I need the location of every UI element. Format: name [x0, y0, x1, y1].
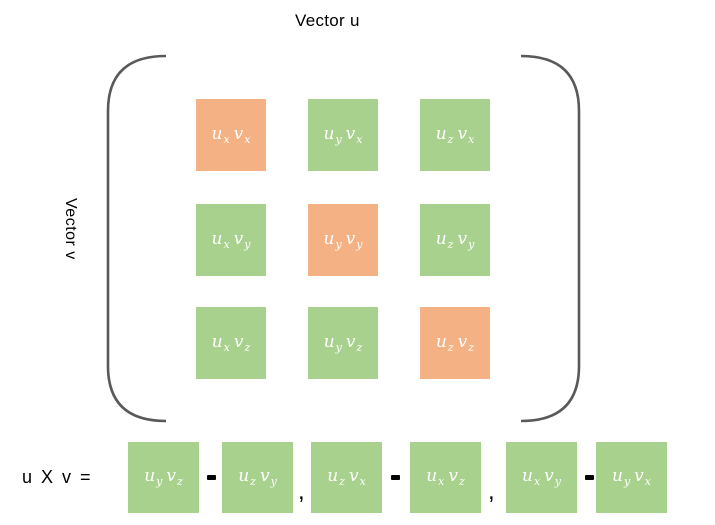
minus-operator — [585, 475, 594, 480]
minus-operator — [207, 475, 216, 480]
right-parenthesis — [520, 54, 581, 423]
left-parenthesis — [106, 54, 167, 423]
left-vector-v-label: Vector v — [62, 198, 79, 260]
comma-separator: , — [488, 478, 495, 505]
comma-separator: , — [298, 478, 305, 505]
formula-lhs: u X v = — [22, 467, 91, 487]
minus-operator — [391, 475, 400, 480]
top-vector-u-label: Vector u — [295, 11, 360, 30]
